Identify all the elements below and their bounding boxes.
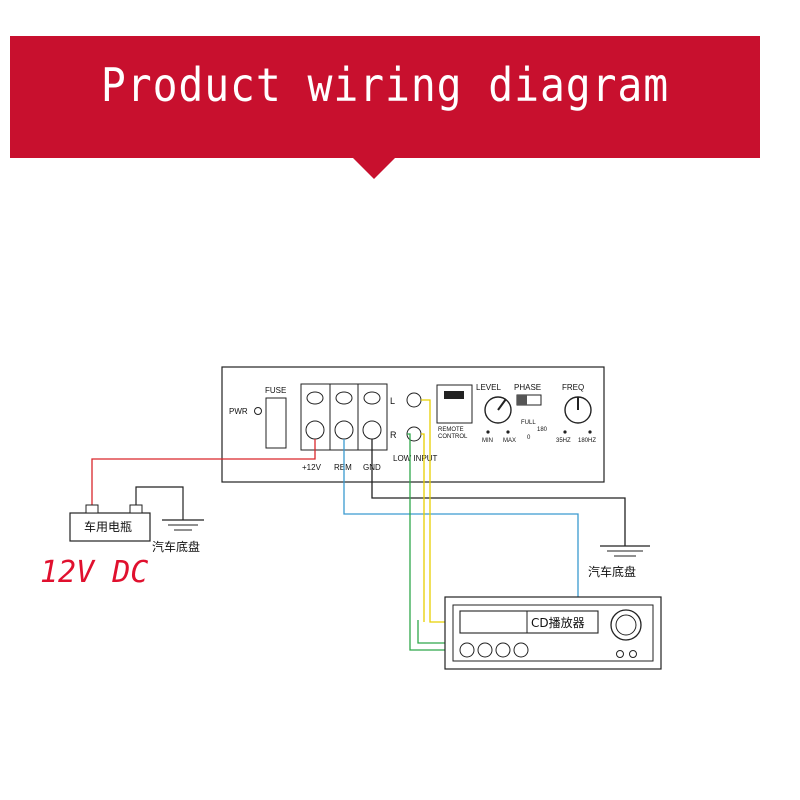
cd-display [459, 610, 599, 634]
page-title: Product wiring diagram [100, 58, 670, 112]
title-banner [10, 36, 760, 158]
battery-positive-terminal [85, 504, 99, 514]
fuse-icon [265, 397, 287, 449]
pwr-label: PWR [229, 407, 248, 416]
terminal-screw-icon [363, 391, 381, 405]
chassis-label-left: 汽车底盘 [152, 539, 200, 554]
cd-button-icon [495, 642, 511, 658]
freq-180hz-label: 180HZ [578, 438, 596, 444]
cd-button-icon [477, 642, 493, 658]
level-label: LEVEL [476, 383, 501, 392]
voltage-label: 12V DC [40, 555, 149, 590]
input-r-label: R [390, 430, 397, 440]
terminal-rem-label: REM [334, 463, 352, 472]
cd-button-icon [513, 642, 529, 658]
battery-negative-terminal [129, 504, 143, 514]
rj-port-icon [444, 391, 464, 399]
car-battery-icon [69, 512, 151, 542]
level-max-label: MAX [503, 438, 516, 444]
remote-label: REMOTE [438, 427, 464, 433]
audio-wire-l-yellow [421, 399, 455, 623]
amplifier-panel [221, 366, 605, 483]
battery-label: 车用电瓶 [84, 519, 132, 534]
terminal-12v-label: +12V [302, 463, 322, 472]
low-input-label: LOW INPUT [393, 454, 438, 463]
fuse-label: FUSE [265, 386, 286, 395]
control-label: CONTROL [438, 434, 468, 440]
battery-ground-wire [135, 486, 184, 520]
chassis-label-right: 汽车底盘 [588, 564, 636, 579]
audio-wire-yellow-drop [421, 433, 425, 622]
ground-wire-black [371, 439, 626, 546]
cd-small-button-icon [629, 650, 637, 658]
phase-full-label: FULL [521, 420, 536, 426]
remote-control-port [436, 384, 473, 424]
terminal-screw-icon [306, 391, 324, 405]
cd-button-icon [459, 642, 475, 658]
phase-label: PHASE [514, 383, 541, 392]
terminal-screw-icon [335, 391, 353, 405]
banner-notch [352, 157, 396, 179]
audio-wire-r-green [407, 433, 455, 651]
power-wire-red [91, 439, 316, 505]
cd-player-label: CD播放器 [531, 615, 585, 630]
freq-label: FREQ [562, 383, 584, 392]
input-l-label: L [390, 396, 395, 406]
pwr-led-icon [254, 407, 262, 415]
phase-180-label: 180 [537, 427, 548, 433]
cd-small-button-icon [616, 650, 624, 658]
remote-wire-blue [343, 439, 579, 605]
level-min-label: MIN [482, 438, 493, 444]
freq-35hz-label: 35HZ [556, 438, 571, 444]
audio-wire-green-branch [417, 620, 455, 644]
phase-0-label: 0 [527, 435, 531, 441]
